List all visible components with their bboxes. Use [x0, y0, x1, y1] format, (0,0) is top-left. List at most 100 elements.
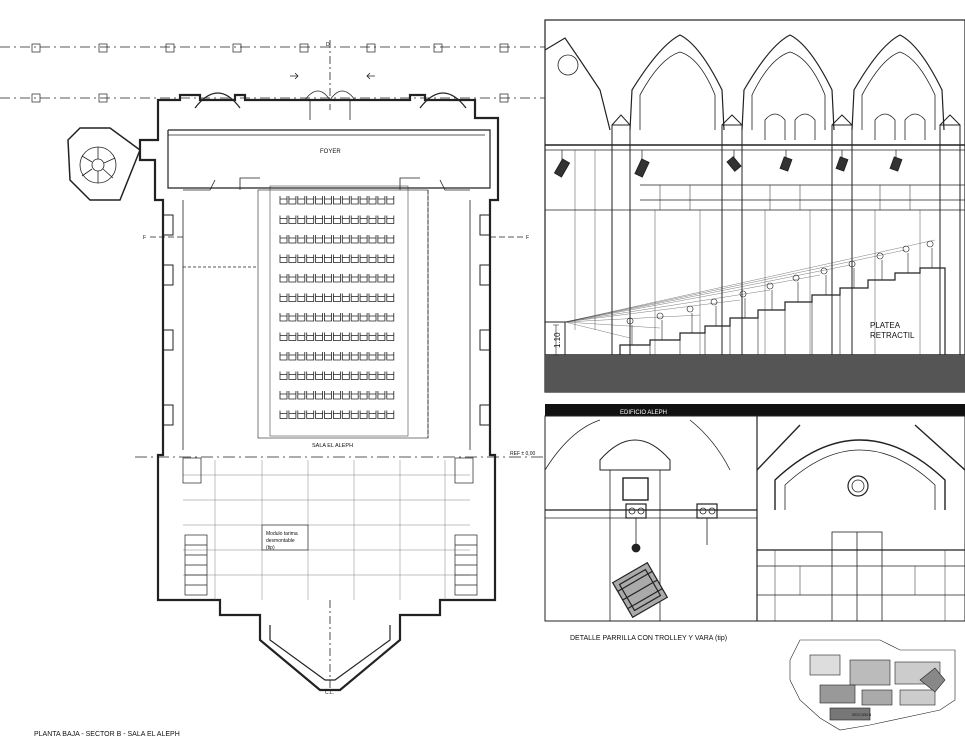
seat [333, 274, 341, 283]
seat [306, 274, 315, 283]
seat [333, 313, 341, 322]
seat [377, 274, 386, 283]
seat [341, 391, 350, 400]
seat [306, 352, 315, 361]
seat [368, 235, 377, 244]
seat [306, 215, 315, 224]
axis-right-label: F [526, 235, 529, 241]
seat-row [279, 391, 395, 400]
seat [324, 254, 332, 263]
seat [297, 371, 306, 380]
seat [288, 196, 297, 205]
seat-row [279, 332, 395, 341]
seat-row [279, 254, 395, 263]
seat [288, 313, 297, 322]
module-label-line2: desmontable [266, 538, 295, 544]
seat [368, 410, 377, 419]
seat [377, 313, 386, 322]
seat [386, 293, 395, 302]
platea-label-line1: PLATEA [870, 321, 901, 330]
seat [359, 352, 368, 361]
seat [279, 235, 288, 244]
seat [341, 410, 350, 419]
seat-row [279, 313, 395, 322]
seat [315, 391, 323, 400]
seat [306, 371, 315, 380]
seat [333, 391, 341, 400]
seat [315, 332, 323, 341]
seat [359, 410, 368, 419]
floor-plan [0, 40, 545, 692]
ref-label: REF ± 0,00 [510, 451, 535, 457]
seat [306, 332, 315, 341]
seat [341, 274, 350, 283]
seat [333, 410, 341, 419]
seat [333, 371, 341, 380]
seat [333, 254, 341, 263]
seat [368, 391, 377, 400]
seat [324, 352, 332, 361]
seat [350, 371, 359, 380]
height-dimension: 1.10 [553, 332, 562, 348]
seat [350, 215, 359, 224]
seat [333, 235, 341, 244]
seat [288, 371, 297, 380]
seat [333, 352, 341, 361]
seat [359, 196, 368, 205]
seat [288, 254, 297, 263]
seat [279, 391, 288, 400]
seat [315, 293, 323, 302]
seat [288, 274, 297, 283]
seat [386, 410, 395, 419]
seat [324, 196, 332, 205]
seat-row [279, 235, 395, 244]
seat [368, 293, 377, 302]
seat-row [279, 352, 395, 361]
seat-row [279, 274, 395, 283]
seat [368, 332, 377, 341]
seat [350, 196, 359, 205]
key-plan-minimap [789, 639, 956, 731]
seat [306, 391, 315, 400]
seat [306, 235, 315, 244]
seat [297, 215, 306, 224]
seat [288, 235, 297, 244]
foyer-label: FOYER [320, 149, 341, 155]
seat [341, 313, 350, 322]
seat [315, 196, 323, 205]
seat [386, 215, 395, 224]
axis-bottom-label: C.L. [325, 690, 334, 696]
seat [306, 196, 315, 205]
seat [377, 215, 386, 224]
seat [288, 391, 297, 400]
seat [297, 274, 306, 283]
seat [297, 313, 306, 322]
seat [315, 371, 323, 380]
seat [341, 254, 350, 263]
seat [368, 254, 377, 263]
longitudinal-section [544, 19, 965, 393]
seat [377, 371, 386, 380]
seat [377, 293, 386, 302]
seat [368, 196, 377, 205]
seat [341, 293, 350, 302]
seat [386, 371, 395, 380]
seat [315, 254, 323, 263]
seat [324, 235, 332, 244]
seat [315, 274, 323, 283]
hall-label: SALA EL ALEPH [312, 443, 353, 449]
seat-row [279, 196, 395, 205]
seat [315, 313, 323, 322]
platea-label-line2: RETRACTIL [870, 331, 915, 340]
seat [359, 254, 368, 263]
seat [350, 254, 359, 263]
seat [324, 293, 332, 302]
seat [377, 332, 386, 341]
seat [333, 293, 341, 302]
seat [368, 313, 377, 322]
seat [359, 235, 368, 244]
seat [297, 196, 306, 205]
seat [279, 274, 288, 283]
seat [315, 215, 323, 224]
seat-row [279, 371, 395, 380]
